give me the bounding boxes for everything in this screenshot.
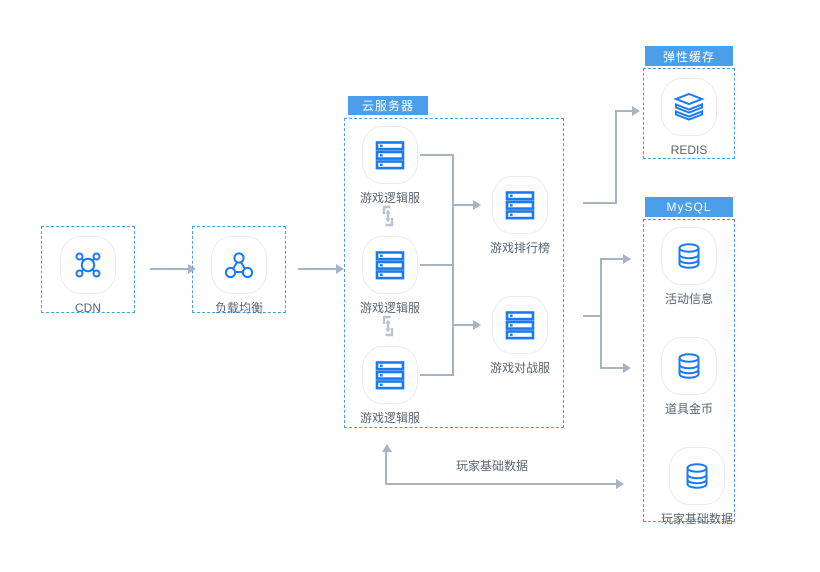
node-activity-info[interactable]: 活动信息 [661,227,717,305]
edge-logic2-stub [420,264,454,266]
cdn-group-box [41,226,135,313]
player-base-data-label: 玩家基础数据 [661,512,734,526]
edge-logic1-stub [420,154,454,156]
edge-logic3-stub [420,374,454,376]
server-icon [375,251,405,280]
edge-player-data-line [385,483,617,485]
redis-label: REDIS [670,143,708,157]
edge-player-data-up-arrow [382,444,392,452]
node-game-leaderboard[interactable]: 游戏排行榜 [490,176,550,254]
edge-cdn-to-lb [150,268,188,270]
game-logic-server-2-label: 游戏逻辑服 [360,301,421,315]
game-battle-server-label: 游戏对战服 [490,361,551,375]
cdn-node-shape [60,236,116,294]
sync-connector-icon-2 [378,314,398,343]
edge-logic-bus [452,154,454,376]
player-base-data-shape [669,447,725,505]
cdn-network-icon [75,252,101,278]
edge-mysql-branch-bottom [600,367,624,369]
node-load-balancer[interactable]: 负载均衡 [211,236,267,314]
database-icon [678,353,700,379]
server-icon [375,141,405,170]
game-logic-server-3-shape [362,346,418,404]
server-icon [375,361,405,390]
edge-bus-to-leaderboard-arrow [473,200,481,210]
node-cdn[interactable]: CDN [60,236,116,314]
node-player-base-data[interactable]: 玩家基础数据 [661,447,733,525]
load-balancer-group-box [192,226,286,313]
node-game-logic-server-2[interactable]: 游戏逻辑服 [360,236,420,314]
node-redis[interactable]: REDIS [661,78,717,156]
cloud-server-banner: 云服务器 [348,96,428,115]
cdn-label: CDN [75,301,101,315]
edge-bus-to-leaderboard [452,204,474,206]
node-game-battle-server[interactable]: 游戏对战服 [490,296,550,374]
items-coins-label: 道具金币 [664,402,713,416]
edge-mysql-branch-bottom-arrow [623,363,631,373]
sync-connector-icon-1 [378,204,398,233]
activity-info-shape [661,227,717,285]
edge-cloud-to-redis-arrow [632,106,640,116]
cloud-server-group-box [344,118,564,428]
game-battle-server-shape [492,296,548,354]
game-leaderboard-label: 游戏排行榜 [490,241,551,255]
mysql-panel-banner: MySQL [645,197,733,217]
game-logic-server-3-label: 游戏逻辑服 [360,411,421,425]
edge-lb-to-cloud [298,268,336,270]
cache-panel-banner: 弹性缓存 [645,46,733,66]
database-icon [678,243,700,269]
edge-mysql-branch-top-arrow [623,254,631,264]
game-logic-server-1-shape [362,126,418,184]
edge-lb-to-cloud-arrow [336,264,344,274]
edge-player-data-label: 玩家基础数据 [456,459,529,473]
load-balancer-label: 负载均衡 [214,301,263,315]
game-logic-server-2-shape [362,236,418,294]
edge-player-data-riser [385,452,387,484]
edge-bus-to-battle-arrow [473,320,481,330]
game-logic-server-1-label: 游戏逻辑服 [360,191,421,205]
cache-panel-box [643,68,735,159]
edge-player-data-right-arrow [616,479,624,489]
edge-cloud-to-mysql-bus [600,258,602,368]
edge-cloud-to-redis-riser [615,110,617,204]
redis-layers-icon [673,92,705,121]
server-icon [505,311,535,340]
node-items-coins[interactable]: 道具金币 [661,337,717,415]
database-icon [686,463,708,489]
edge-cloud-to-redis-top [615,110,633,112]
activity-info-label: 活动信息 [664,292,713,306]
mysql-panel-box [643,219,735,522]
load-balancer-icon [224,252,254,279]
node-game-logic-server-3[interactable]: 游戏逻辑服 [360,346,420,424]
items-coins-shape [661,337,717,395]
edge-cloud-to-redis-stub [583,202,617,204]
edge-cloud-to-mysql-stub [583,315,601,317]
edge-bus-to-battle [452,324,474,326]
load-balancer-node-shape [211,236,267,294]
server-icon [505,191,535,220]
edge-mysql-branch-top [600,258,624,260]
node-game-logic-server-1[interactable]: 游戏逻辑服 [360,126,420,204]
redis-node-shape [661,78,717,136]
game-leaderboard-shape [492,176,548,234]
